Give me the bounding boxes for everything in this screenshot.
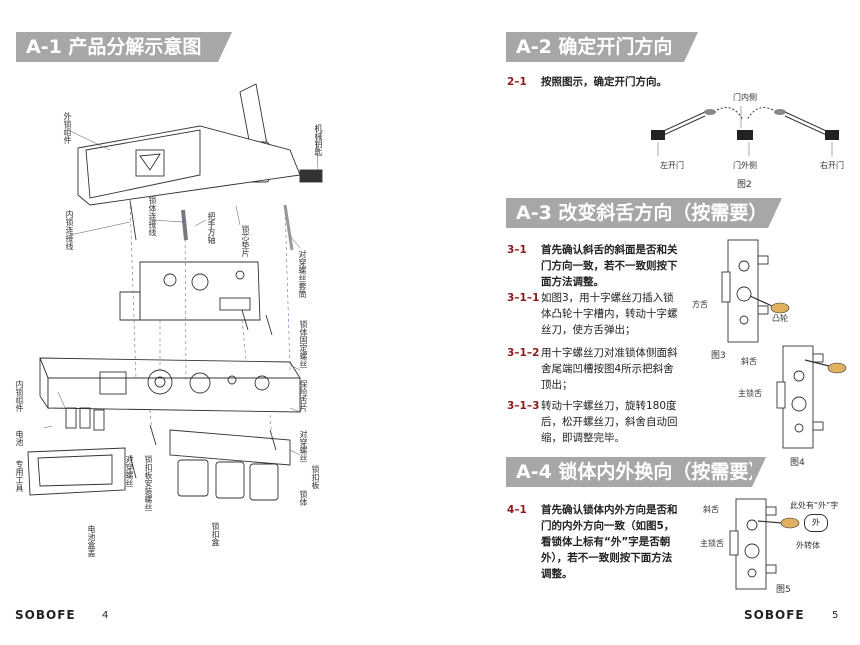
label-door-inside: 门内侧 [733, 93, 757, 102]
label-inner-cable: 内锁连接线 [65, 210, 74, 250]
figure-3-caption: 图3 [711, 351, 726, 361]
door-direction-diagram [651, 106, 839, 156]
label-outer-spindle: 外转体 [796, 541, 820, 550]
section-title: A-4 锁体内外换向（按需要） [516, 461, 768, 483]
label-latch: 斜舌 [741, 357, 757, 366]
label-plate: 锁扣板 [311, 465, 320, 489]
exploded-view-diagram [27, 83, 323, 501]
step-text: 首先确认锁体内外方向是否和门的内外方向一致（如图5，看锁体上标有“外”字是否朝外… [541, 504, 678, 580]
label-door-outside: 门外侧 [733, 161, 757, 170]
figure-5-lock-body [729, 498, 800, 590]
label-main-bolt-5: 主锁舌 [700, 539, 724, 548]
label-battery: 电池 [15, 430, 24, 446]
label-fix-screw: 对穿螺丝 [299, 430, 308, 462]
label-deadbolt: 方舌 [692, 300, 708, 309]
label-keeper-box: 锁扣盒 [211, 522, 220, 546]
step-number: 3–1 [507, 244, 527, 256]
label-outer-handle: 外锁组件 [63, 112, 72, 144]
section-header-a1: A-1 产品分解示意图 [16, 32, 232, 62]
step-text: 用十字螺丝刀对准锁体侧面斜舍尾端凹槽按图4所示把斜舍顶出； [541, 347, 678, 391]
label-latch-5: 斜舌 [703, 505, 719, 514]
label-through-screw: 对穿螺丝 [125, 455, 134, 487]
label-left-open: 左开门 [660, 161, 684, 170]
brand-logo-right: SOBOFE [744, 608, 805, 622]
section-title: A-3 改变斜舌方向（按需要） [516, 202, 768, 224]
section-header-a4: A-4 锁体内外换向（按需要） [506, 457, 767, 487]
step-text: 按照图示，确定开门方向。 [541, 76, 667, 88]
step-number: 3–1–1 [507, 292, 540, 304]
outer-mark-badge: 外 [804, 514, 828, 532]
label-mark: 此处有“外”字 [790, 501, 839, 510]
step-number: 3–1–2 [507, 347, 540, 359]
label-lock-body-screw: 锁体固定螺丝 [299, 320, 308, 368]
section-title: A-1 产品分解示意图 [26, 36, 202, 58]
brand-logo-left: SOBOFE [15, 608, 76, 622]
label-right-open: 右开门 [820, 161, 844, 170]
step-number: 2–1 [507, 76, 527, 88]
figure-4-caption: 图4 [790, 458, 805, 468]
label-keeper-screw: 锁扣板安装螺丝 [144, 455, 153, 511]
label-mech-key: 机械钥匙 [314, 124, 323, 156]
label-guard: 保险舌片 [299, 380, 308, 412]
label-lock-gasket: 锁芯垫片 [241, 225, 250, 257]
label-cam: 凸轮 [772, 314, 788, 323]
figure-2-caption: 图2 [737, 180, 752, 190]
label-through-screw-sleeve: 对穿螺丝套筒 [298, 250, 307, 298]
step-number: 3–1–3 [507, 400, 540, 412]
label-battery-cover: 电池盒盖 [87, 525, 96, 557]
page-number-right: 5 [832, 610, 839, 621]
section-title: A-2 确定开门方向 [516, 36, 673, 58]
figure-5-caption: 图5 [776, 585, 791, 595]
label-handle-shaft: 把手方轴 [207, 212, 216, 244]
figure-4-lock-body [776, 345, 847, 449]
page-number-left: 4 [102, 610, 109, 621]
label-cable-hole: 锁体连接线 [148, 196, 157, 236]
label-inner-assembly: 内锁组件 [15, 380, 24, 412]
label-lock-body: 锁体 [299, 490, 308, 506]
label-main-bolt: 主锁舌 [738, 389, 762, 398]
figure-3-lock-body [721, 239, 790, 343]
step-text: 如图3，用十字螺丝刀插入锁体凸轮十字槽内，转动十字螺丝刀，使方舌弹出； [541, 292, 678, 336]
step-text: 转动十字螺丝刀，旋转180度后，松开螺丝刀，斜舍自动回缩，即调整完毕。 [541, 400, 678, 444]
step-number: 4–1 [507, 504, 527, 516]
label-tool: 专用工具 [15, 460, 24, 492]
section-header-a3: A-3 改变斜舌方向（按需要） [506, 198, 782, 228]
section-header-a2: A-2 确定开门方向 [506, 32, 698, 62]
step-text: 首先确认斜舌的斜面是否和关门方向一致，若不一致则按下面方法调整。 [541, 244, 678, 288]
